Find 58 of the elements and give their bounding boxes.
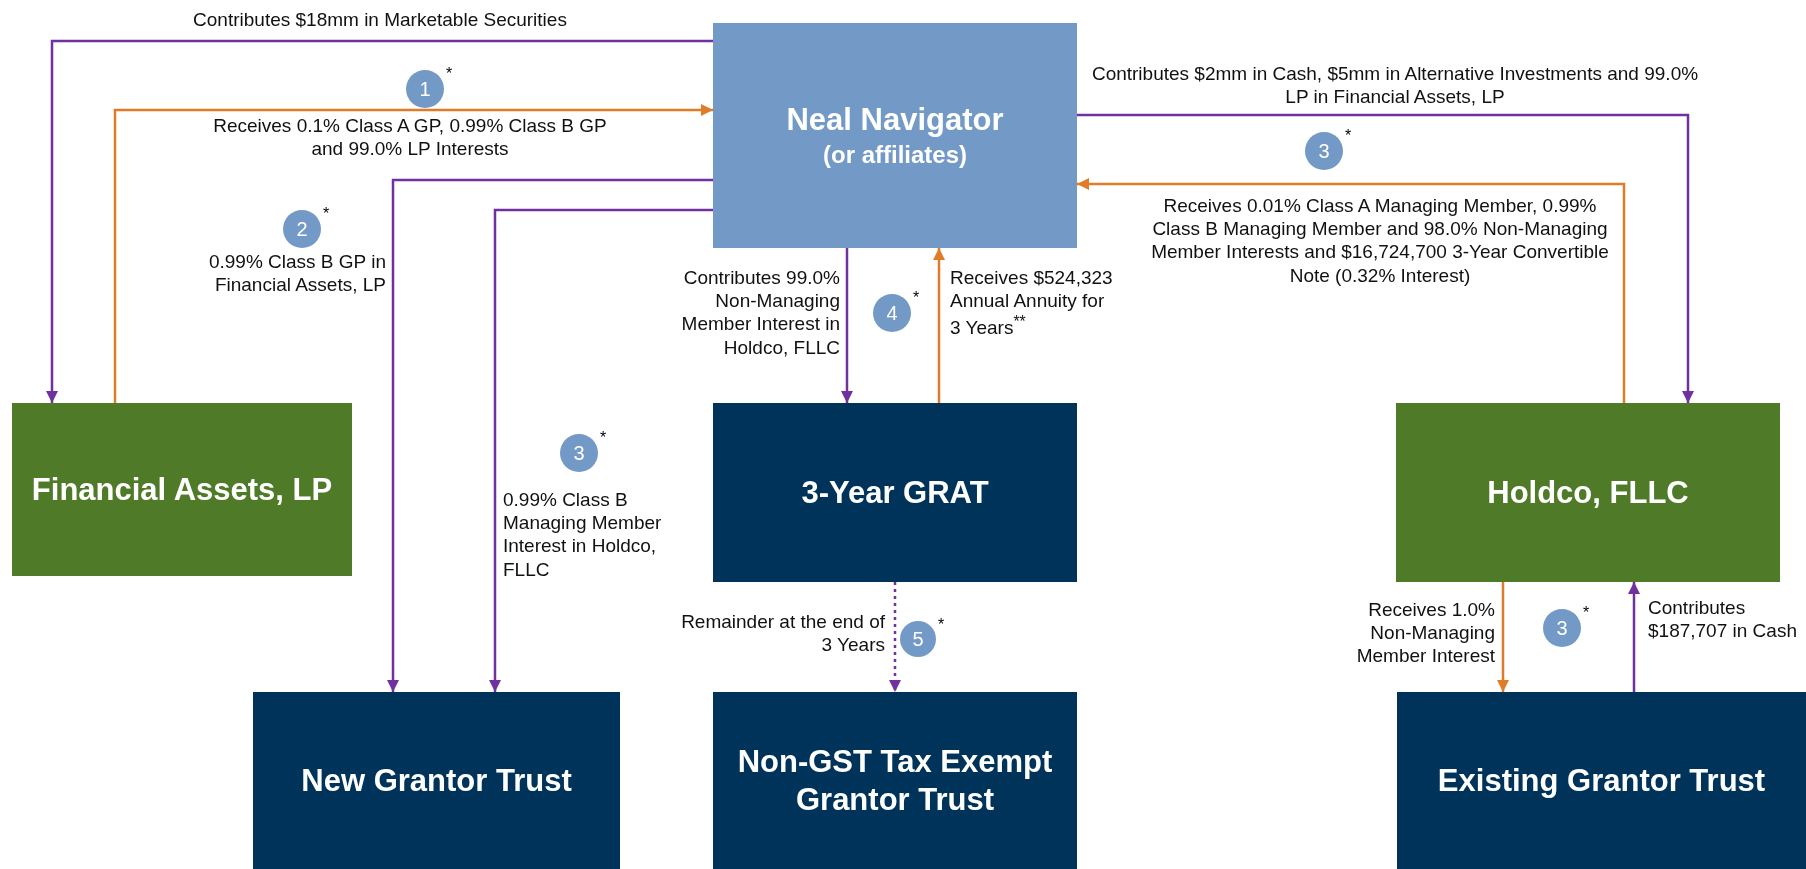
node-title: 3-Year GRAT	[800, 473, 990, 512]
entity-box	[1397, 692, 1806, 869]
step-number: 3	[573, 441, 585, 465]
entity-box	[253, 692, 620, 869]
step-number: 1	[419, 77, 431, 101]
entity-box	[713, 403, 1077, 582]
node-title: Neal Navigator	[785, 101, 1005, 139]
arrow	[1497, 582, 1509, 692]
edge-label: 0.99% Class B GP in Financial Assets, LP	[207, 250, 386, 297]
entity-box	[12, 403, 352, 576]
step-number-badge	[1305, 132, 1343, 170]
step-number-badge	[560, 434, 598, 472]
node-title: Financial Assets, LP	[30, 470, 334, 509]
step-number: 5	[912, 627, 924, 651]
edge-label: Contributes $2mm in Cash, $5mm in Alternative Investments and 99.0% LP in Financial Assets, LP	[1090, 62, 1700, 109]
footnote-mark: *	[323, 206, 330, 222]
edge-label: Receives 0.01% Class A Managing Member, 0.99% Class B Managing Member and 98.0% Non-Managing Member Interests and $16,724,700 3-Year Convertible Note (0.32% Interest)	[1150, 194, 1610, 287]
entity-box	[1396, 403, 1780, 582]
footnote-mark: *	[913, 290, 920, 306]
edge-label: Receives $524,323 Annual Annuity for 3 Years$^{**}$	[950, 266, 1114, 340]
node-subtitle: (or affiliates)	[822, 139, 968, 170]
node-title: Existing Grantor Trust	[1436, 761, 1767, 800]
node-title: New Grantor Trust	[300, 761, 573, 800]
step-number: 2	[296, 217, 308, 241]
step-number: 3	[1556, 616, 1568, 640]
arrow	[841, 248, 853, 403]
footnote-mark: *	[1345, 128, 1352, 144]
arrow	[1077, 178, 1626, 403]
arrow	[1077, 113, 1694, 403]
step-number-badge	[873, 294, 911, 332]
arrow	[489, 208, 713, 692]
node-title: Holdco, FLLC	[1486, 473, 1690, 512]
edge-label: Remainder at the end of 3 Years	[680, 610, 885, 657]
arrow	[387, 178, 713, 692]
edge-label: Contributes $187,707 in Cash	[1648, 596, 1798, 643]
footnote-mark: *	[1583, 605, 1590, 621]
footnote-mark: *	[938, 617, 945, 633]
entity-box	[713, 23, 1077, 248]
node-title: Non-GST Tax Exempt Grantor Trust	[736, 743, 1054, 818]
arrow	[933, 248, 945, 403]
step-number: 3	[1318, 139, 1330, 163]
edge-label: 0.99% Class B Managing Member Interest in Holdco, FLLC	[503, 488, 663, 581]
step-number-badge	[900, 621, 936, 657]
footnote-mark: *	[600, 430, 607, 446]
edge-label: Contributes $18mm in Marketable Securities	[192, 8, 568, 32]
edge-label: Receives 1.0% Non-Managing Member Interest	[1355, 598, 1495, 668]
step-number-badge	[1543, 609, 1581, 647]
edge-label: Receives 0.1% Class A GP, 0.99% Class B GP and 99.0% LP Interests	[212, 114, 608, 161]
step-number-badge	[283, 210, 321, 248]
step-number-badge	[406, 70, 444, 108]
edge-label: Contributes 99.0% Non-Managing Member Interest in Holdco, FLLC	[680, 266, 840, 359]
arrow	[1628, 582, 1640, 692]
arrow	[889, 582, 901, 692]
footnote-mark: *	[446, 66, 453, 82]
arrow	[46, 39, 713, 403]
step-number: 4	[886, 301, 898, 325]
entity-box	[713, 692, 1077, 869]
arrow	[113, 104, 713, 403]
